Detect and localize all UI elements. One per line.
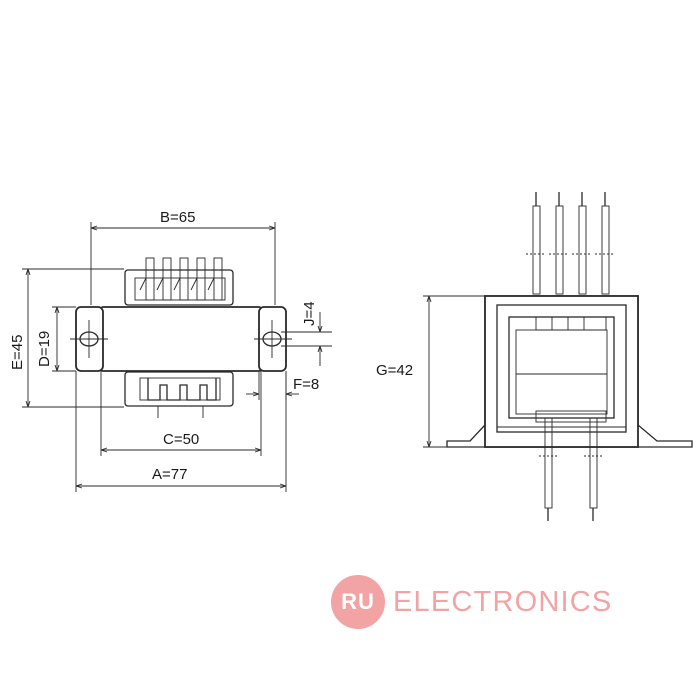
- dim-d-label: D=19: [36, 331, 53, 367]
- right-mounting-ear: [254, 306, 292, 372]
- winding-bobbin: [508, 316, 615, 423]
- top-terminal-block: [124, 257, 234, 306]
- bottom-terminal-block: [124, 371, 234, 418]
- dimension-f: F=8: [246, 371, 319, 400]
- core-body: [100, 306, 262, 372]
- bottom-lead-wires: [539, 417, 603, 521]
- dim-b-label: B=65: [160, 209, 195, 226]
- dimension-j: J=4: [281, 301, 332, 366]
- dimension-b: B=65: [90, 209, 276, 305]
- dim-e-label: E=45: [9, 335, 26, 370]
- watermark-word: ELECTRONICS: [393, 585, 613, 618]
- dim-f-label: F=8: [293, 376, 319, 393]
- watermark-badge: RU: [331, 575, 385, 629]
- dim-j-label: J=4: [301, 301, 318, 326]
- left-mounting-ear: [70, 306, 108, 372]
- dim-a-label: A=77: [152, 466, 187, 483]
- top-lead-wires: [526, 192, 614, 295]
- dimension-a: A=77: [75, 371, 287, 492]
- dimension-c: C=50: [100, 371, 262, 456]
- dimension-d: D=19: [36, 306, 76, 372]
- dim-c-label: C=50: [163, 431, 199, 448]
- dimension-e: E=45: [9, 268, 124, 408]
- brand-watermark: RU ELECTRONICS: [331, 574, 612, 630]
- side-view: G=42: [376, 192, 693, 521]
- dim-g-label: G=42: [376, 362, 413, 379]
- dimension-g: G=42: [376, 295, 485, 448]
- top-view: B=65 C=50 A=77 E=45: [9, 209, 332, 492]
- outer-frame: [484, 295, 639, 448]
